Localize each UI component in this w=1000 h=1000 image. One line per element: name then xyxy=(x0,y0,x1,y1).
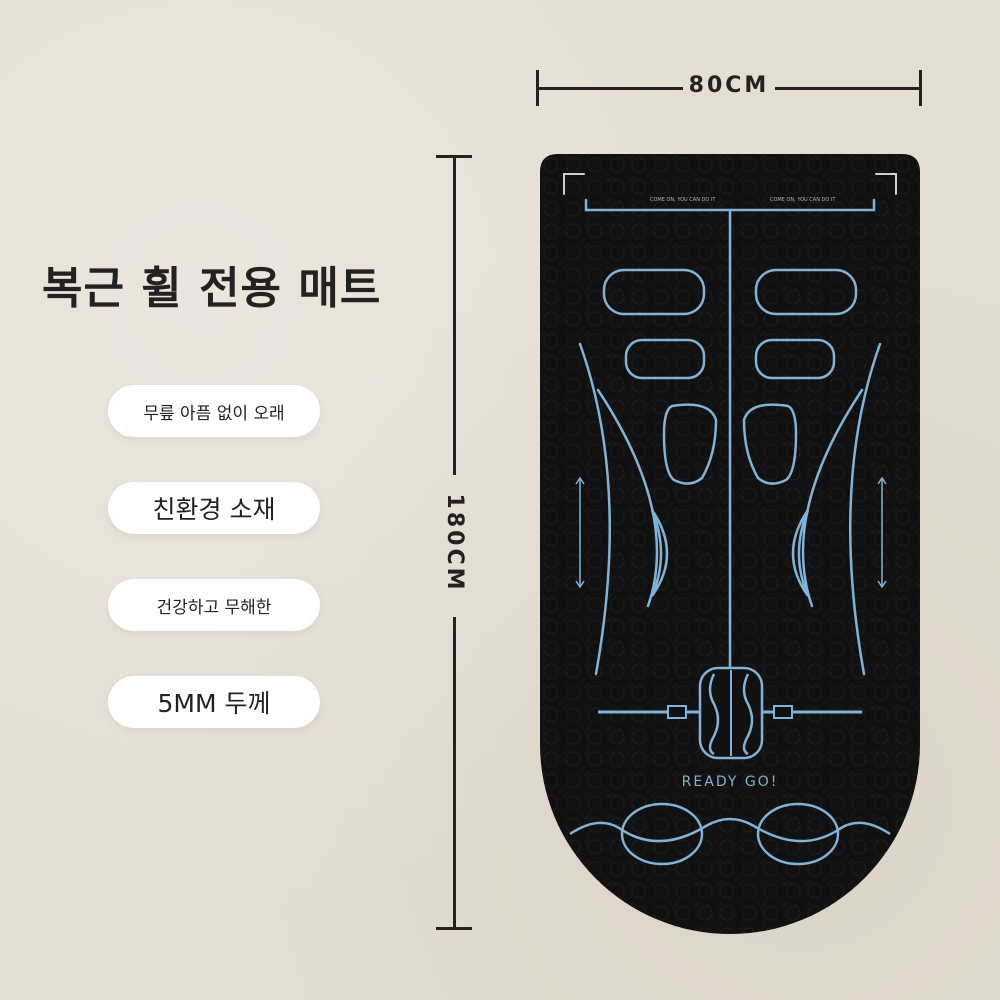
feature-pill-thickness: 5MM 두께 xyxy=(108,676,320,728)
length-dimension: 180CM xyxy=(436,155,472,930)
width-label: 80CM xyxy=(536,73,922,98)
dimension-cap xyxy=(919,70,922,106)
hand-pad xyxy=(602,268,706,316)
ab-wheel-icon xyxy=(598,666,862,760)
corner-mark xyxy=(875,173,897,195)
mat-top-text-left: COME ON, YOU CAN DO IT xyxy=(650,197,716,203)
mat-illustration: COME ON, YOU CAN DO IT COME ON, YOU CAN … xyxy=(540,154,920,934)
elbow-pad xyxy=(742,403,798,485)
feature-pill-healthy: 건강하고 무해한 xyxy=(108,579,320,631)
guide-curve xyxy=(596,388,659,608)
arrow-icon xyxy=(575,476,585,589)
hand-pad xyxy=(624,338,706,380)
mat-ready-text: READY GO! xyxy=(682,774,779,790)
feature-pill-knee: 무릎 아픔 없이 오래 xyxy=(108,385,320,437)
dimension-line xyxy=(453,155,456,475)
feature-label: 무릎 아픔 없이 오래 xyxy=(143,403,285,424)
knee-pads xyxy=(569,802,891,866)
arrow-icon xyxy=(877,476,887,589)
hand-pad xyxy=(754,268,858,316)
length-value: 180CM xyxy=(442,493,467,593)
feature-label: 5MM 두께 xyxy=(157,689,271,718)
dimension-cap xyxy=(436,927,472,930)
ab-wheel-mat: COME ON, YOU CAN DO IT COME ON, YOU CAN … xyxy=(540,154,920,934)
guide-curve xyxy=(849,342,882,676)
mat-top-text-right: COME ON, YOU CAN DO IT xyxy=(770,197,836,203)
hand-pad xyxy=(754,338,836,380)
width-value: 80CM xyxy=(682,73,776,98)
corner-mark xyxy=(563,173,585,195)
width-dimension: 80CM xyxy=(536,70,922,106)
guide-curve xyxy=(578,342,611,676)
feature-label: 건강하고 무해한 xyxy=(156,597,272,618)
elbow-pad xyxy=(662,403,718,485)
guide-curve xyxy=(801,388,864,608)
dimension-line xyxy=(453,617,456,930)
feature-label: 친환경 소재 xyxy=(152,495,276,524)
product-title: 복근 휠 전용 매트 xyxy=(42,263,382,314)
feature-pill-eco: 친환경 소재 xyxy=(108,482,320,534)
